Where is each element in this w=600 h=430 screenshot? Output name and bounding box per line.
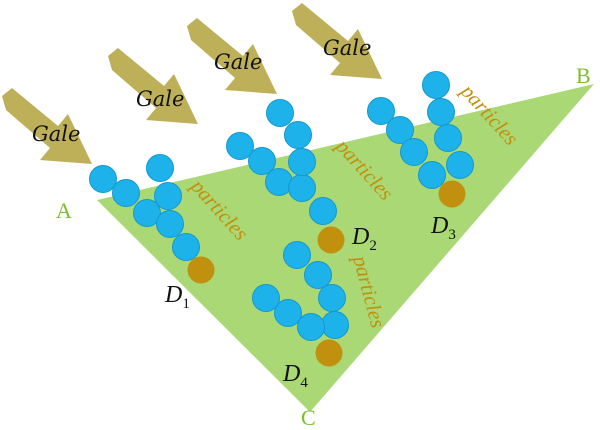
deposit-1 bbox=[187, 256, 215, 284]
particle-4-7 bbox=[252, 284, 280, 312]
particle-2-8 bbox=[288, 148, 316, 176]
gale-label-4: Gale bbox=[323, 36, 371, 60]
particle-chain-2 bbox=[226, 99, 345, 254]
particle-4-3 bbox=[318, 284, 346, 312]
particle-3-4 bbox=[422, 71, 450, 99]
particle-2-6 bbox=[266, 99, 294, 127]
particle-2-4 bbox=[288, 174, 316, 202]
particle-chain-4 bbox=[252, 241, 349, 367]
particle-3-7 bbox=[446, 151, 474, 179]
vertex-label-a: A bbox=[56, 198, 72, 223]
particle-4-2 bbox=[304, 261, 332, 289]
particle-3-3 bbox=[400, 138, 428, 166]
particle-2-1 bbox=[226, 132, 254, 160]
particle-3-5 bbox=[427, 98, 455, 126]
gale-label-3: Gale bbox=[214, 50, 262, 74]
deposit-label-3: D3 bbox=[430, 213, 456, 243]
particle-1-3 bbox=[133, 199, 161, 227]
particle-4-6 bbox=[274, 299, 302, 327]
particle-2-5 bbox=[309, 197, 337, 225]
gale-label-1: Gale bbox=[32, 122, 80, 146]
particle-2-2 bbox=[248, 147, 276, 175]
particle-chain-1 bbox=[89, 154, 215, 284]
particle-4-1 bbox=[283, 241, 311, 269]
deposit-label-4: D4 bbox=[282, 361, 308, 391]
particle-4-5 bbox=[297, 313, 325, 341]
particle-3-2 bbox=[386, 116, 414, 144]
particle-1-4 bbox=[156, 210, 184, 238]
vertex-label-c: C bbox=[301, 405, 316, 430]
deposit-2 bbox=[317, 226, 345, 254]
vertex-label-b: B bbox=[576, 63, 591, 88]
deposit-label-2: D2 bbox=[351, 224, 377, 254]
deposit-3 bbox=[438, 180, 466, 208]
gale-label-2: Gale bbox=[136, 87, 184, 111]
particle-1-6 bbox=[146, 154, 174, 182]
particle-3-6 bbox=[434, 124, 462, 152]
deposit-label-1: D1 bbox=[164, 282, 190, 312]
particle-chain-3 bbox=[367, 71, 474, 208]
particle-4-4 bbox=[321, 311, 349, 339]
particle-1-7 bbox=[154, 182, 182, 210]
particle-3-8 bbox=[418, 161, 446, 189]
particle-1-2 bbox=[112, 179, 140, 207]
particle-1-5 bbox=[172, 233, 200, 261]
gale-arrow-2 bbox=[108, 48, 198, 124]
particle-2-7 bbox=[284, 121, 312, 149]
particle-3-1 bbox=[367, 97, 395, 125]
particle-1-1 bbox=[89, 165, 117, 193]
deposit-4 bbox=[315, 339, 343, 367]
